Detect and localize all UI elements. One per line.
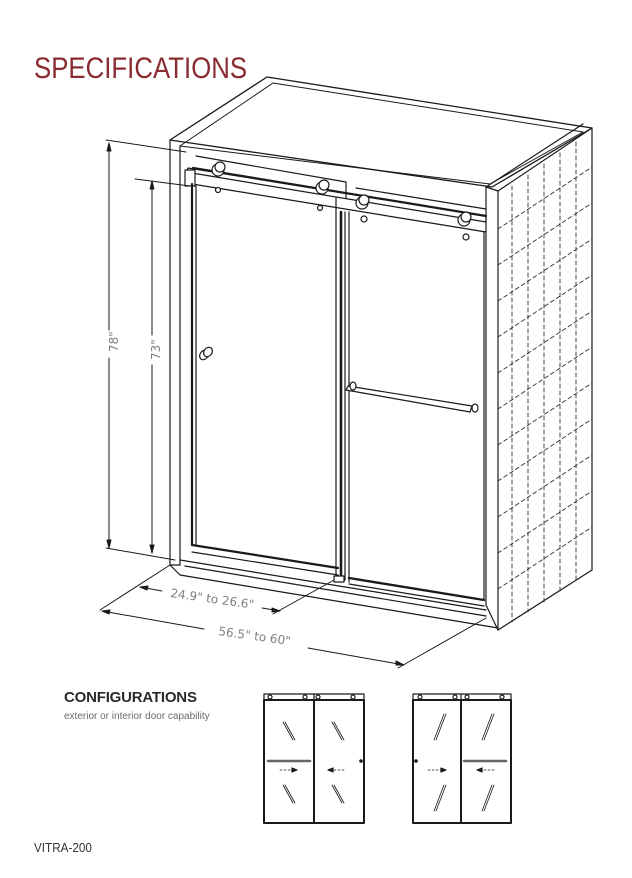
- roller-wheels: [211, 161, 472, 241]
- right-door-panel: [347, 231, 486, 607]
- model-number: VITRA-200: [34, 840, 92, 855]
- center-stile: [333, 210, 350, 583]
- configurations-subtitle: exterior or interior door capability: [64, 711, 210, 722]
- dim-door-width: 24.9" to 26.6": [170, 586, 255, 612]
- dim-overall-width: 56.5" to 60": [218, 624, 292, 648]
- configuration-diagram-b: [412, 693, 512, 824]
- wall-tile-grid: [497, 141, 593, 623]
- page-title: SPECIFICATIONS: [34, 52, 248, 85]
- dim-overall-height: 78": [107, 331, 121, 352]
- dimension-lines: [99, 139, 487, 669]
- left-door-panel: [190, 182, 340, 576]
- door-knob: [199, 346, 213, 361]
- towel-bar: [345, 381, 479, 413]
- dim-glass-height: 73": [149, 339, 163, 360]
- configurations-heading: CONFIGURATIONS: [64, 689, 197, 706]
- configuration-diagram-a: [263, 693, 365, 824]
- bottom-track: [169, 559, 499, 629]
